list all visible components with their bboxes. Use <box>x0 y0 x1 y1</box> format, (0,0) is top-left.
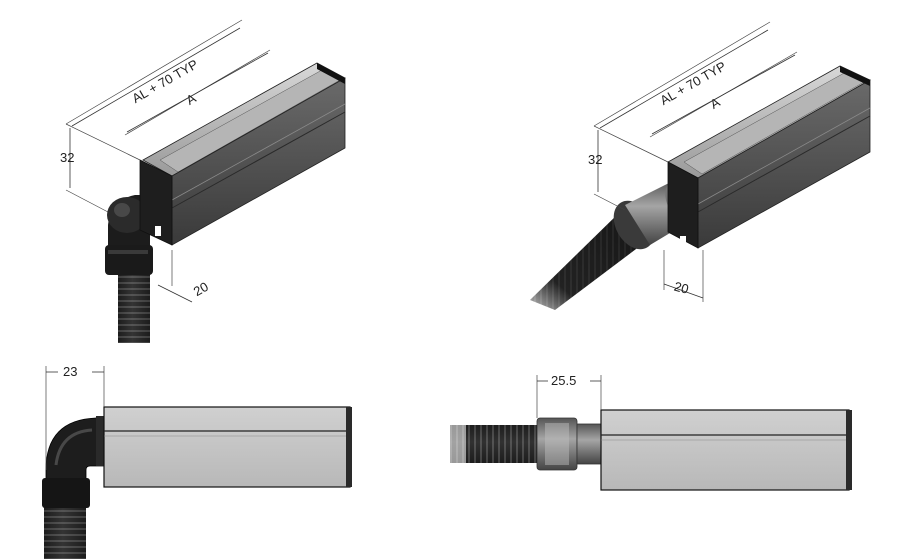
housing-iso-right <box>667 65 871 249</box>
iso-view-left: 32 AL + 70 TYP A 20 <box>60 19 346 343</box>
depth-label-right: 20 <box>672 279 690 297</box>
dimension-25-5: 25.5 <box>536 373 602 418</box>
elbow-fitting-iso-left <box>105 195 153 275</box>
dimension-23: 23 <box>45 364 105 470</box>
iso-view-right: 32 AL + 70 TYP A 20 <box>530 21 871 310</box>
housing-side-left <box>103 406 352 488</box>
side-view-right: 25.5 <box>446 373 852 491</box>
depth-label: 20 <box>191 279 211 299</box>
active-length-label-right: A <box>708 94 723 111</box>
straight-fitting-side-right <box>536 417 602 471</box>
cable-iso-left <box>118 268 150 343</box>
cable-side-left <box>44 500 86 559</box>
height-label: 32 <box>60 150 74 165</box>
offset-label-left: 23 <box>63 364 77 379</box>
offset-label-right: 25.5 <box>551 373 576 388</box>
height-label-right: 32 <box>588 152 602 167</box>
side-view-left: 23 <box>42 364 352 559</box>
elbow-side-left <box>42 416 106 508</box>
cable-iso-right <box>530 212 648 310</box>
housing-iso-left <box>139 62 346 246</box>
housing-side-right <box>600 409 852 491</box>
cable-side-right <box>446 425 540 463</box>
